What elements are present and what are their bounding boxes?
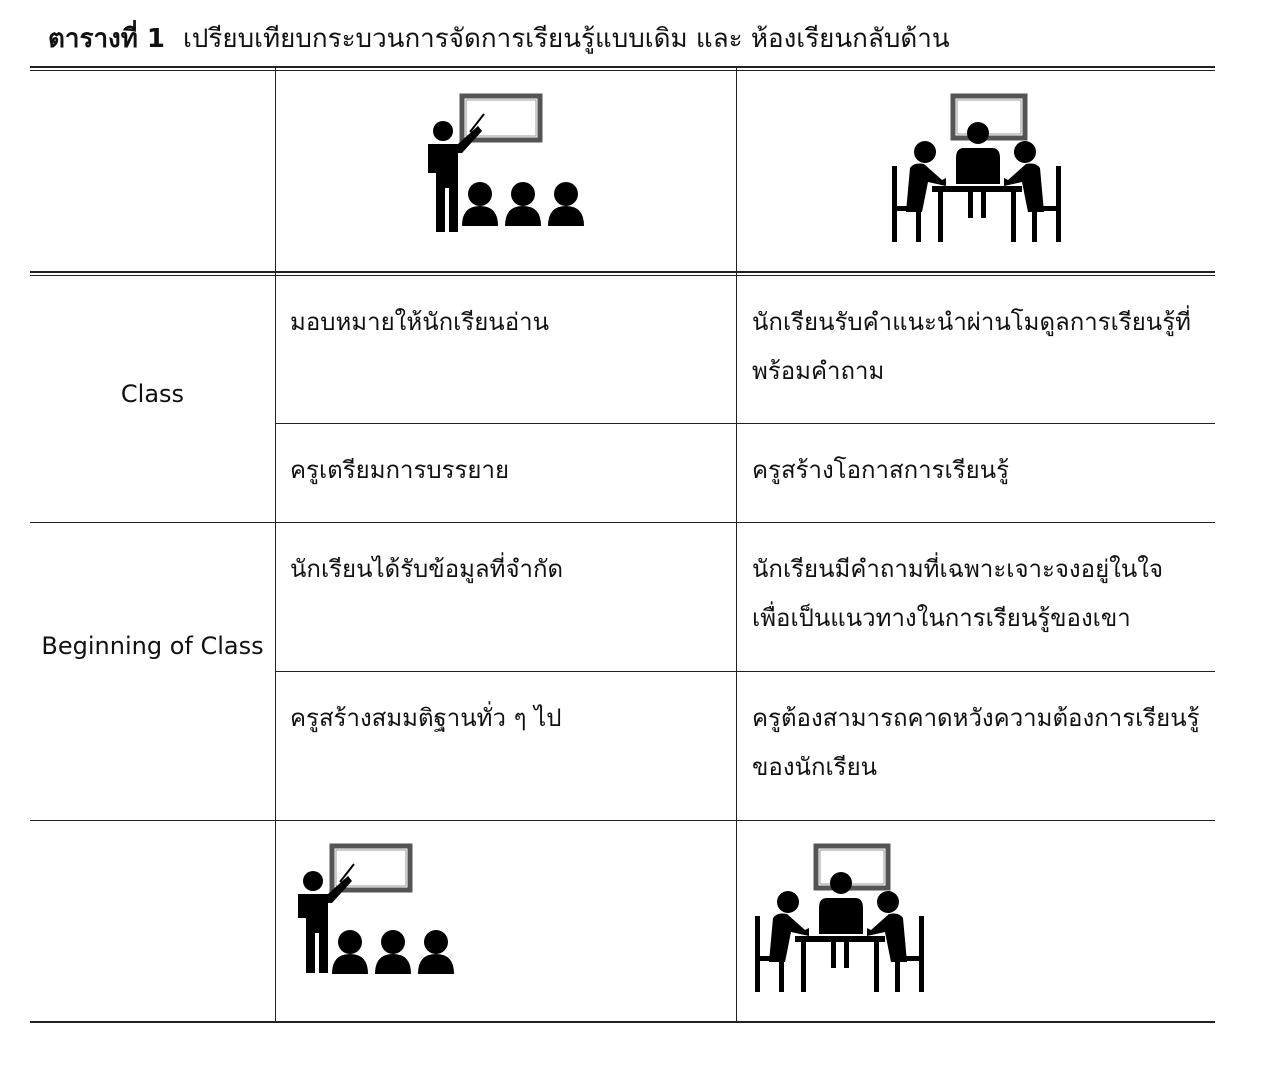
flipped-cell: ครูสร้างโอกาสการเรียนรู้ [752,446,1009,495]
traditional-cell: มอบหมายให้นักเรียนอ่าน [290,308,549,336]
flipped-cell-line: เพื่อเป็นแนวทางในการเรียนรู้ของเขา [752,604,1131,632]
flipped-cell: นักเรียนมีคำถามที่เฉพาะเจาะจงอยู่ในใจ เพ… [752,545,1163,643]
flipped-cell-line: ของนักเรียน [752,753,878,781]
row-heading-beginning-of-class: Beginning of Class [41,632,264,660]
row-divider-2 [30,522,1215,523]
flipped-cell-line: พร้อมคำถาม [752,357,885,385]
traditional-cell: ครูสร้างสมมติฐานทั่ว ๆ ไป [290,704,562,732]
flipped-cell-line: ครูต้องสามารถคาดหวังความต้องการเรียนรู้ [752,704,1200,732]
row-divider-3 [276,671,1215,672]
top-double-rule-2 [30,70,1215,71]
column-divider-1 [275,68,276,1023]
flipped-cell: นักเรียนรับคำแนะนำผ่านโมดูลการเรียนรู้ที… [752,298,1191,396]
table-caption: ตารางที่ 1 เปรียบเทียบกระบวนการจัดการเรีย… [48,18,950,59]
header-double-rule-2 [30,275,1215,276]
row-divider-4 [30,820,1215,821]
teacher-lecturing-icon [298,843,454,974]
traditional-cell: นักเรียนได้รับข้อมูลที่จำกัด [290,555,564,583]
group-discussion-table-icon [755,843,924,992]
row-heading-class: Class [120,380,185,408]
flipped-cell-line: นักเรียนมีคำถามที่เฉพาะเจาะจงอยู่ในใจ [752,555,1164,583]
flipped-cell-line: นักเรียนรับคำแนะนำผ่านโมดูลการเรียนรู้ที… [752,308,1191,336]
row-divider-1 [276,423,1215,424]
bottom-rule [30,1021,1215,1023]
top-double-rule-1 [30,66,1215,68]
teacher-lecturing-icon [428,93,584,232]
table-number: ตารางที่ 1 [48,24,166,54]
group-discussion-table-icon [892,93,1061,242]
column-divider-2 [736,68,737,1023]
traditional-cell: ครูเตรียมการบรรยาย [290,456,510,484]
flipped-cell-line: ครูสร้างโอกาสการเรียนรู้ [752,456,1009,484]
flipped-cell: ครูต้องสามารถคาดหวังความต้องการเรียนรู้ … [752,694,1200,792]
table-title: เปรียบเทียบกระบวนการจัดการเรียนรู้แบบเดิ… [183,24,950,54]
header-double-rule-1 [30,271,1215,273]
